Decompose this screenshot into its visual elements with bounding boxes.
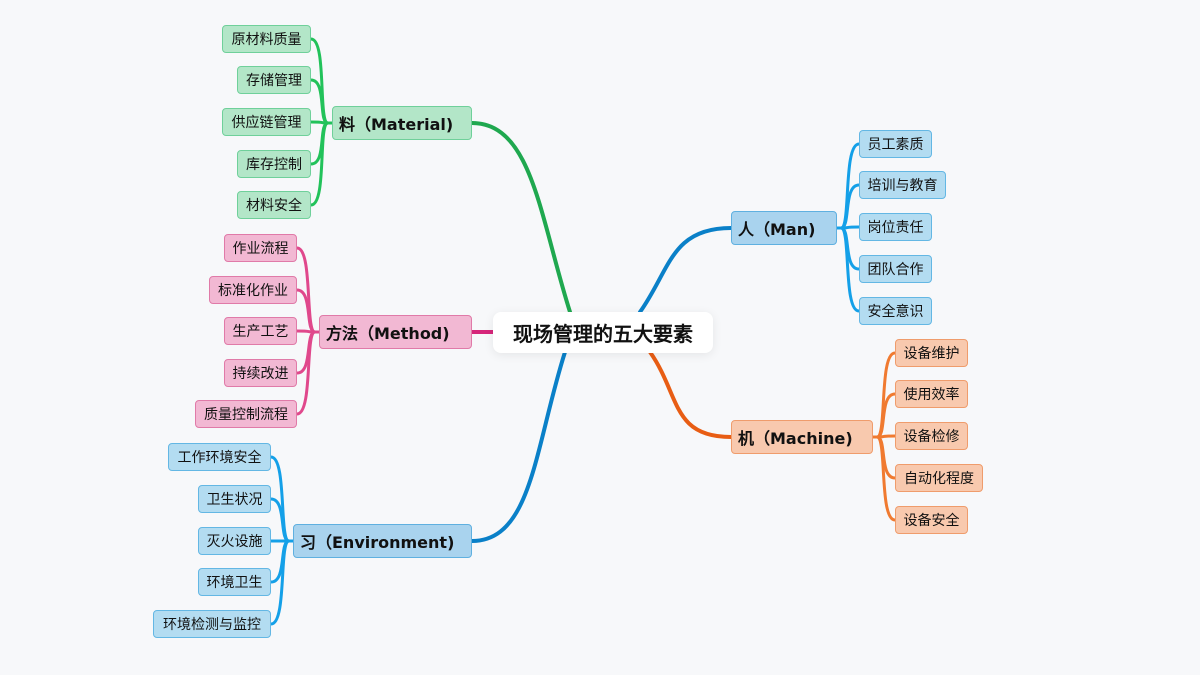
leaf-material-4[interactable]: 材料安全 [237,191,311,219]
leaf-method-1[interactable]: 标准化作业 [209,276,297,304]
leaf-method-0[interactable]: 作业流程 [224,234,297,262]
leaf-material-3[interactable]: 库存控制 [237,150,311,178]
leaf-man-4[interactable]: 安全意识 [859,297,932,325]
leaf-method-2[interactable]: 生产工艺 [224,317,297,345]
link-method-leaf-4 [295,330,317,416]
link-center-material [470,121,572,314]
leaf-material-2[interactable]: 供应链管理 [222,108,311,136]
branch-method[interactable]: 方法（Method) [319,315,472,349]
leaf-machine-0[interactable]: 设备维护 [895,339,968,367]
leaf-material-0[interactable]: 原材料质量 [222,25,311,53]
leaf-man-1[interactable]: 培训与教育 [859,171,946,199]
leaf-machine-3[interactable]: 自动化程度 [895,464,983,492]
leaf-machine-2[interactable]: 设备检修 [895,422,968,450]
leaf-environment-4[interactable]: 环境检测与监控 [153,610,271,638]
leaf-method-3[interactable]: 持续改进 [224,359,297,387]
link-material-leaf-4 [309,121,330,207]
leaf-man-0[interactable]: 员工素质 [859,130,932,158]
leaf-environment-0[interactable]: 工作环境安全 [168,443,271,471]
branch-machine[interactable]: 机（Machine) [731,420,873,454]
link-center-machine [648,350,733,439]
central-topic[interactable]: 现场管理的五大要素 [493,312,713,353]
branch-material[interactable]: 料（Material) [332,106,472,140]
leaf-man-2[interactable]: 岗位责任 [859,213,932,241]
branch-environment[interactable]: 习（Environment) [293,524,472,558]
leaf-environment-1[interactable]: 卫生状况 [198,485,271,513]
leaf-man-3[interactable]: 团队合作 [859,255,932,283]
leaf-environment-3[interactable]: 环境卫生 [198,568,271,596]
leaf-environment-2[interactable]: 灭火设施 [198,527,271,555]
branch-man[interactable]: 人（Man) [731,211,837,245]
link-center-man [638,226,733,314]
leaf-method-4[interactable]: 质量控制流程 [195,400,297,428]
link-machine-leaf-4 [875,435,897,522]
leaf-machine-1[interactable]: 使用效率 [895,380,968,408]
link-environment-leaf-4 [269,539,291,626]
leaf-material-1[interactable]: 存储管理 [237,66,311,94]
link-center-environment [470,350,567,543]
leaf-machine-4[interactable]: 设备安全 [895,506,968,534]
link-man-leaf-4 [839,226,861,313]
